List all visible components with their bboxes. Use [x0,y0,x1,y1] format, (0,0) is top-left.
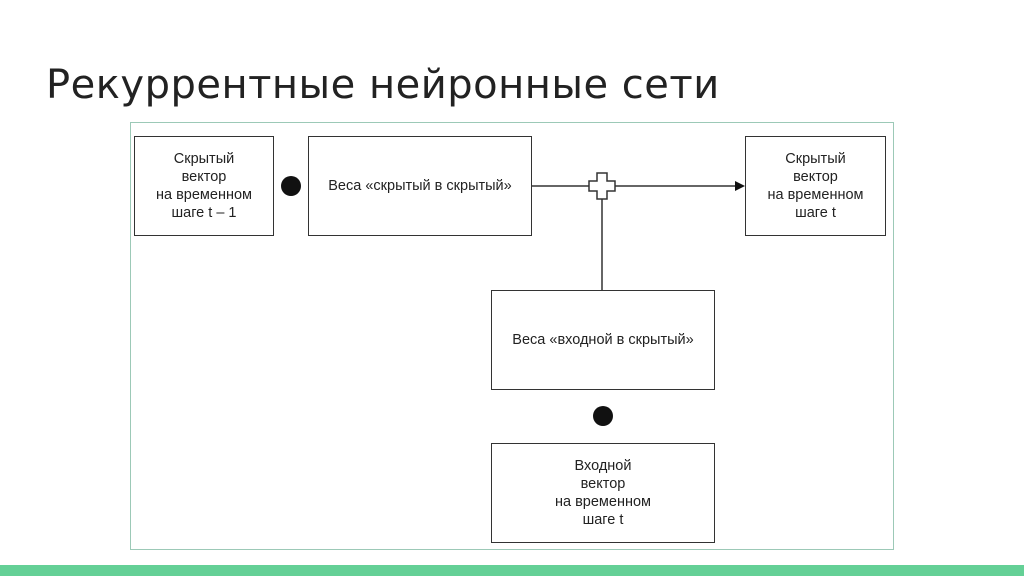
weights-ih-box: Веса «входной в скрытый» [491,290,715,390]
multiply-dot-icon [281,176,301,196]
hidden-curr-box: Скрытый вектор на временном шаге t [745,136,886,236]
hidden-prev-line: Скрытый [173,151,235,167]
hidden-prev-line: вектор [181,169,227,185]
hidden-prev-line: на временном [155,187,252,203]
hidden-curr-line: шаге t [795,205,836,221]
plus-icon [588,172,616,200]
input-curr-line: шаге t [582,512,624,528]
weights-hh-label: Веса «скрытый в скрытый» [328,178,512,194]
hidden-prev-box: Скрытый вектор на временном шаге t – 1 [134,136,274,236]
weights-hh-box: Веса «скрытый в скрытый» [308,136,532,236]
diagram-frame [130,122,894,550]
accent-bar [0,565,1024,576]
weights-ih-label: Веса «входной в скрытый» [512,332,694,348]
hidden-prev-line: шаге t – 1 [171,205,237,221]
arrowhead-icon [735,181,745,191]
input-curr-line: на временном [554,494,651,510]
slide-title: Рекуррентные нейронные сети [46,62,720,108]
input-curr-line: вектор [580,476,626,492]
input-curr-box: Входной вектор на временном шаге t [491,443,715,543]
input-curr-line: Входной [574,458,632,474]
multiply-dot-icon [593,406,613,426]
hidden-curr-line: Скрытый [785,151,846,167]
hidden-curr-line: на временном [767,187,864,203]
hidden-curr-line: вектор [793,169,838,185]
